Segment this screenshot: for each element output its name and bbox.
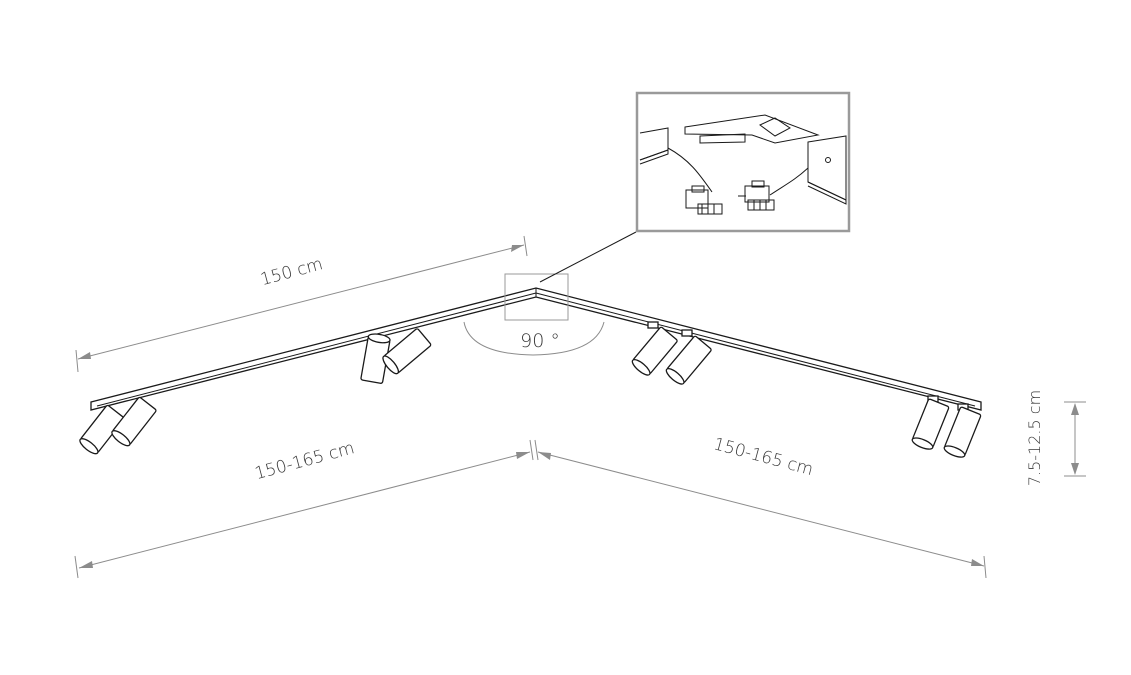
spotlight-group-far-right [911, 395, 982, 458]
spotlight-icon [665, 335, 712, 385]
spotlight-group-far-left [79, 396, 157, 455]
label-angle: 90 ° [520, 330, 560, 352]
spotlight-icon [382, 328, 432, 375]
label-height: 7.5-12.5 cm [1025, 390, 1044, 486]
spotlight-icon [360, 333, 391, 384]
spotlight-icon [111, 396, 157, 447]
corner-highlight-box [504, 273, 569, 321]
dimension-height: 7.5-12.5 cm [1025, 390, 1086, 486]
label-arm-length: 150 cm [258, 254, 325, 290]
spotlight-icon [79, 404, 125, 455]
angle-indicator: 90 ° [463, 321, 605, 356]
spotlight-icon [631, 326, 678, 376]
label-right-span: 150-165 cm [711, 434, 815, 480]
dimension-right-span: 150-165 cm [529, 434, 987, 579]
spotlight-icon [943, 406, 982, 458]
callout-leader-line [539, 231, 637, 283]
dimension-left-span: 150-165 cm [74, 438, 531, 579]
spotlight-group-mid-left [360, 328, 432, 384]
spotlight-icon [911, 398, 950, 450]
connector-detail-icon [639, 114, 847, 215]
spotlight-group-mid-right [631, 321, 712, 385]
track-rail [90, 287, 982, 411]
label-left-span: 150-165 cm [253, 438, 357, 484]
connector-detail-inset [635, 91, 851, 233]
